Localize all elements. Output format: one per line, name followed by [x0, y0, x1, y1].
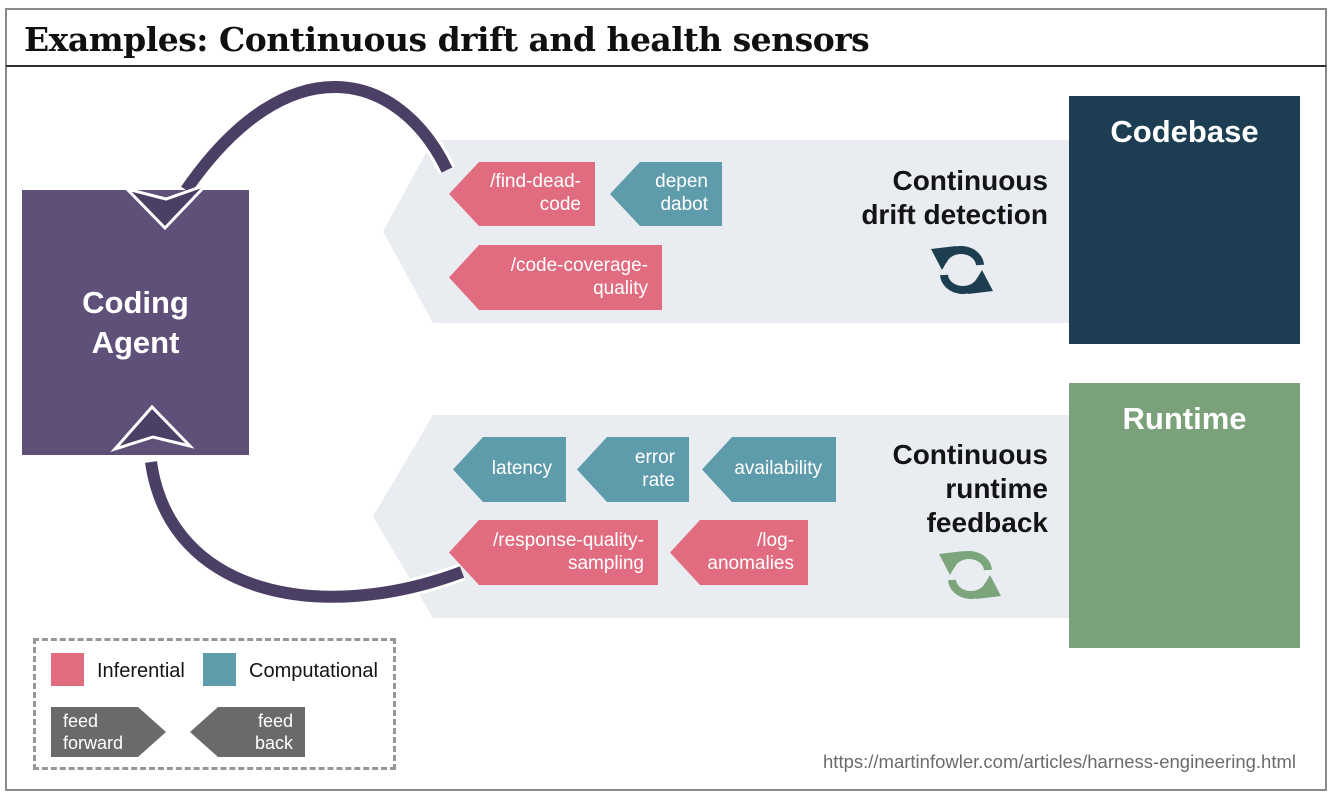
tag-line: dabot — [660, 194, 708, 215]
feed-back-tag: feed back — [190, 707, 305, 757]
tag-find-dead-code: /find-dead- code — [449, 162, 595, 226]
runtime-sync-cycle-icon — [939, 551, 1001, 599]
tag-line: back — [254, 733, 293, 753]
tag-line: /response-quality- — [492, 529, 644, 551]
runtime-label: Runtime — [1122, 401, 1247, 436]
tag-line: /code-coverage- — [510, 254, 648, 276]
tag-line: error — [634, 446, 675, 468]
tag-log-anomalies: /log- anomalies — [670, 520, 808, 585]
tag-line: forward — [63, 733, 124, 753]
heading-line: feedback — [926, 507, 1048, 539]
tag-line: rate — [642, 469, 675, 491]
tag-response-quality-sampling: /response-quality- sampling — [449, 520, 658, 585]
computational-label: Computational — [249, 660, 378, 682]
coding-agent-label-line2: Agent — [91, 324, 180, 360]
tag-line: feed — [63, 710, 99, 731]
tag-line: /find-dead- — [490, 171, 581, 193]
tag-line: sampling — [567, 552, 644, 574]
tag-line: code — [539, 194, 581, 215]
inferential-label: Inferential — [97, 660, 185, 682]
tag-line: depen — [655, 171, 708, 193]
drift-sync-cycle-icon — [931, 246, 993, 294]
tag-line: availability — [734, 458, 822, 480]
computational-swatch — [203, 653, 236, 686]
tag-line: anomalies — [707, 552, 794, 574]
tag-line: feed — [257, 710, 293, 731]
heading-line: Continuous — [892, 439, 1048, 470]
page-title: Examples: Continuous drift and health se… — [24, 20, 870, 59]
coding-agent-box: Coding Agent — [22, 190, 249, 455]
codebase-box: Codebase — [1069, 96, 1300, 344]
tag-line: quality — [593, 277, 648, 299]
codebase-label: Codebase — [1110, 114, 1259, 149]
title-divider — [6, 65, 1326, 67]
drift-heading: Continuous drift detection — [770, 164, 1048, 232]
coding-agent-label-line1: Coding — [82, 284, 189, 320]
source-url: https://martinfowler.com/articles/harnes… — [823, 751, 1296, 772]
feed-forward-tag: feed forward — [51, 707, 166, 757]
heading-line: Continuous — [892, 165, 1048, 196]
tag-line: /log- — [757, 529, 794, 551]
tag-availability: availability — [702, 437, 836, 502]
runtime-box: Runtime — [1069, 383, 1300, 648]
tag-line: latency — [491, 458, 552, 480]
tag-code-coverage-quality: /code-coverage- quality — [449, 245, 662, 310]
legend-box — [33, 638, 396, 770]
heading-line: runtime — [945, 473, 1048, 505]
inferential-swatch — [51, 653, 84, 686]
runtime-heading: Continuous runtime feedback — [830, 438, 1048, 540]
heading-line: drift detection — [861, 199, 1048, 231]
